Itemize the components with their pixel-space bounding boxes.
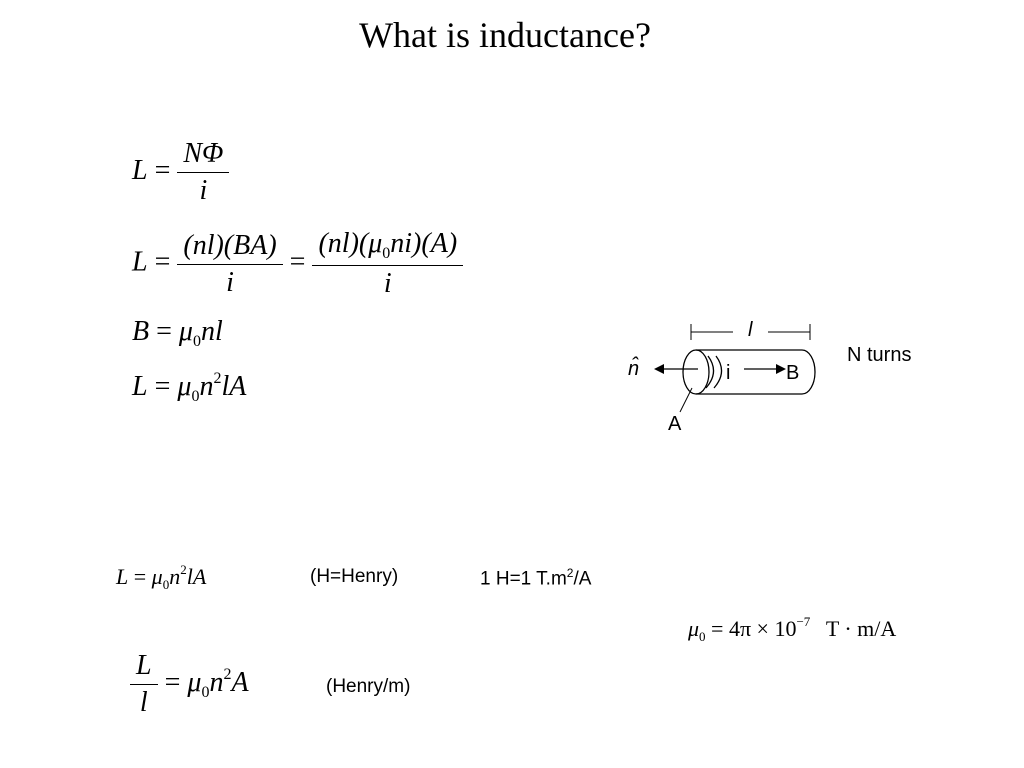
eq2-num2: (nl)(μ0ni)(A) (318, 228, 458, 262)
normal-label: n̂ (628, 357, 639, 380)
henry-definition: 1 H=1 T.m2/A (480, 566, 592, 590)
equation-inductance-per-length: L l = μ0n2A (130, 650, 249, 719)
eq2-num1: (nl)(BA) (183, 229, 277, 261)
eq2-den1: i (226, 266, 234, 298)
henry-unit-note: (H=Henry) (310, 566, 399, 587)
slide-title: What is inductance? (359, 15, 651, 55)
normal-arrowhead (654, 364, 664, 374)
coil-turn-2 (713, 355, 723, 389)
coil-turn-1 (705, 355, 715, 389)
eq2-den2: i (383, 268, 392, 299)
length-label: l (748, 319, 753, 341)
equation-inductance-definition: L = NΦ i (132, 138, 230, 207)
cylinder-body (696, 349, 816, 395)
field-arrowhead (776, 364, 786, 374)
eq1-lhs: L (132, 154, 148, 186)
permeability-constant: μ0 = 4π × 10−7 T · m/A (688, 614, 897, 644)
equation-magnetic-field: B = μ0nl (132, 316, 223, 350)
field-label: B (786, 362, 799, 384)
turns-label: N turns (847, 344, 911, 366)
area-pointer (679, 387, 693, 413)
area-label: A (668, 413, 682, 435)
henry-per-meter-note: (Henry/m) (326, 676, 411, 697)
eq1-numerator: NΦ (183, 138, 224, 169)
cylinder-front (682, 349, 710, 395)
equation-inductance-repeat: L = μ0n2lA (116, 562, 207, 592)
equation-inductance-expansion: L = (nl)(BA) i = (nl)(μ0ni)(A) i (132, 228, 464, 300)
solenoid-diagram: l n̂ i B A N turns (628, 319, 911, 435)
equation-inductance-result: L = μ0n2lA (132, 370, 247, 405)
eq2-lhs: L (132, 246, 148, 278)
current-label: i (726, 362, 730, 384)
eq1-denominator: i (199, 175, 208, 206)
